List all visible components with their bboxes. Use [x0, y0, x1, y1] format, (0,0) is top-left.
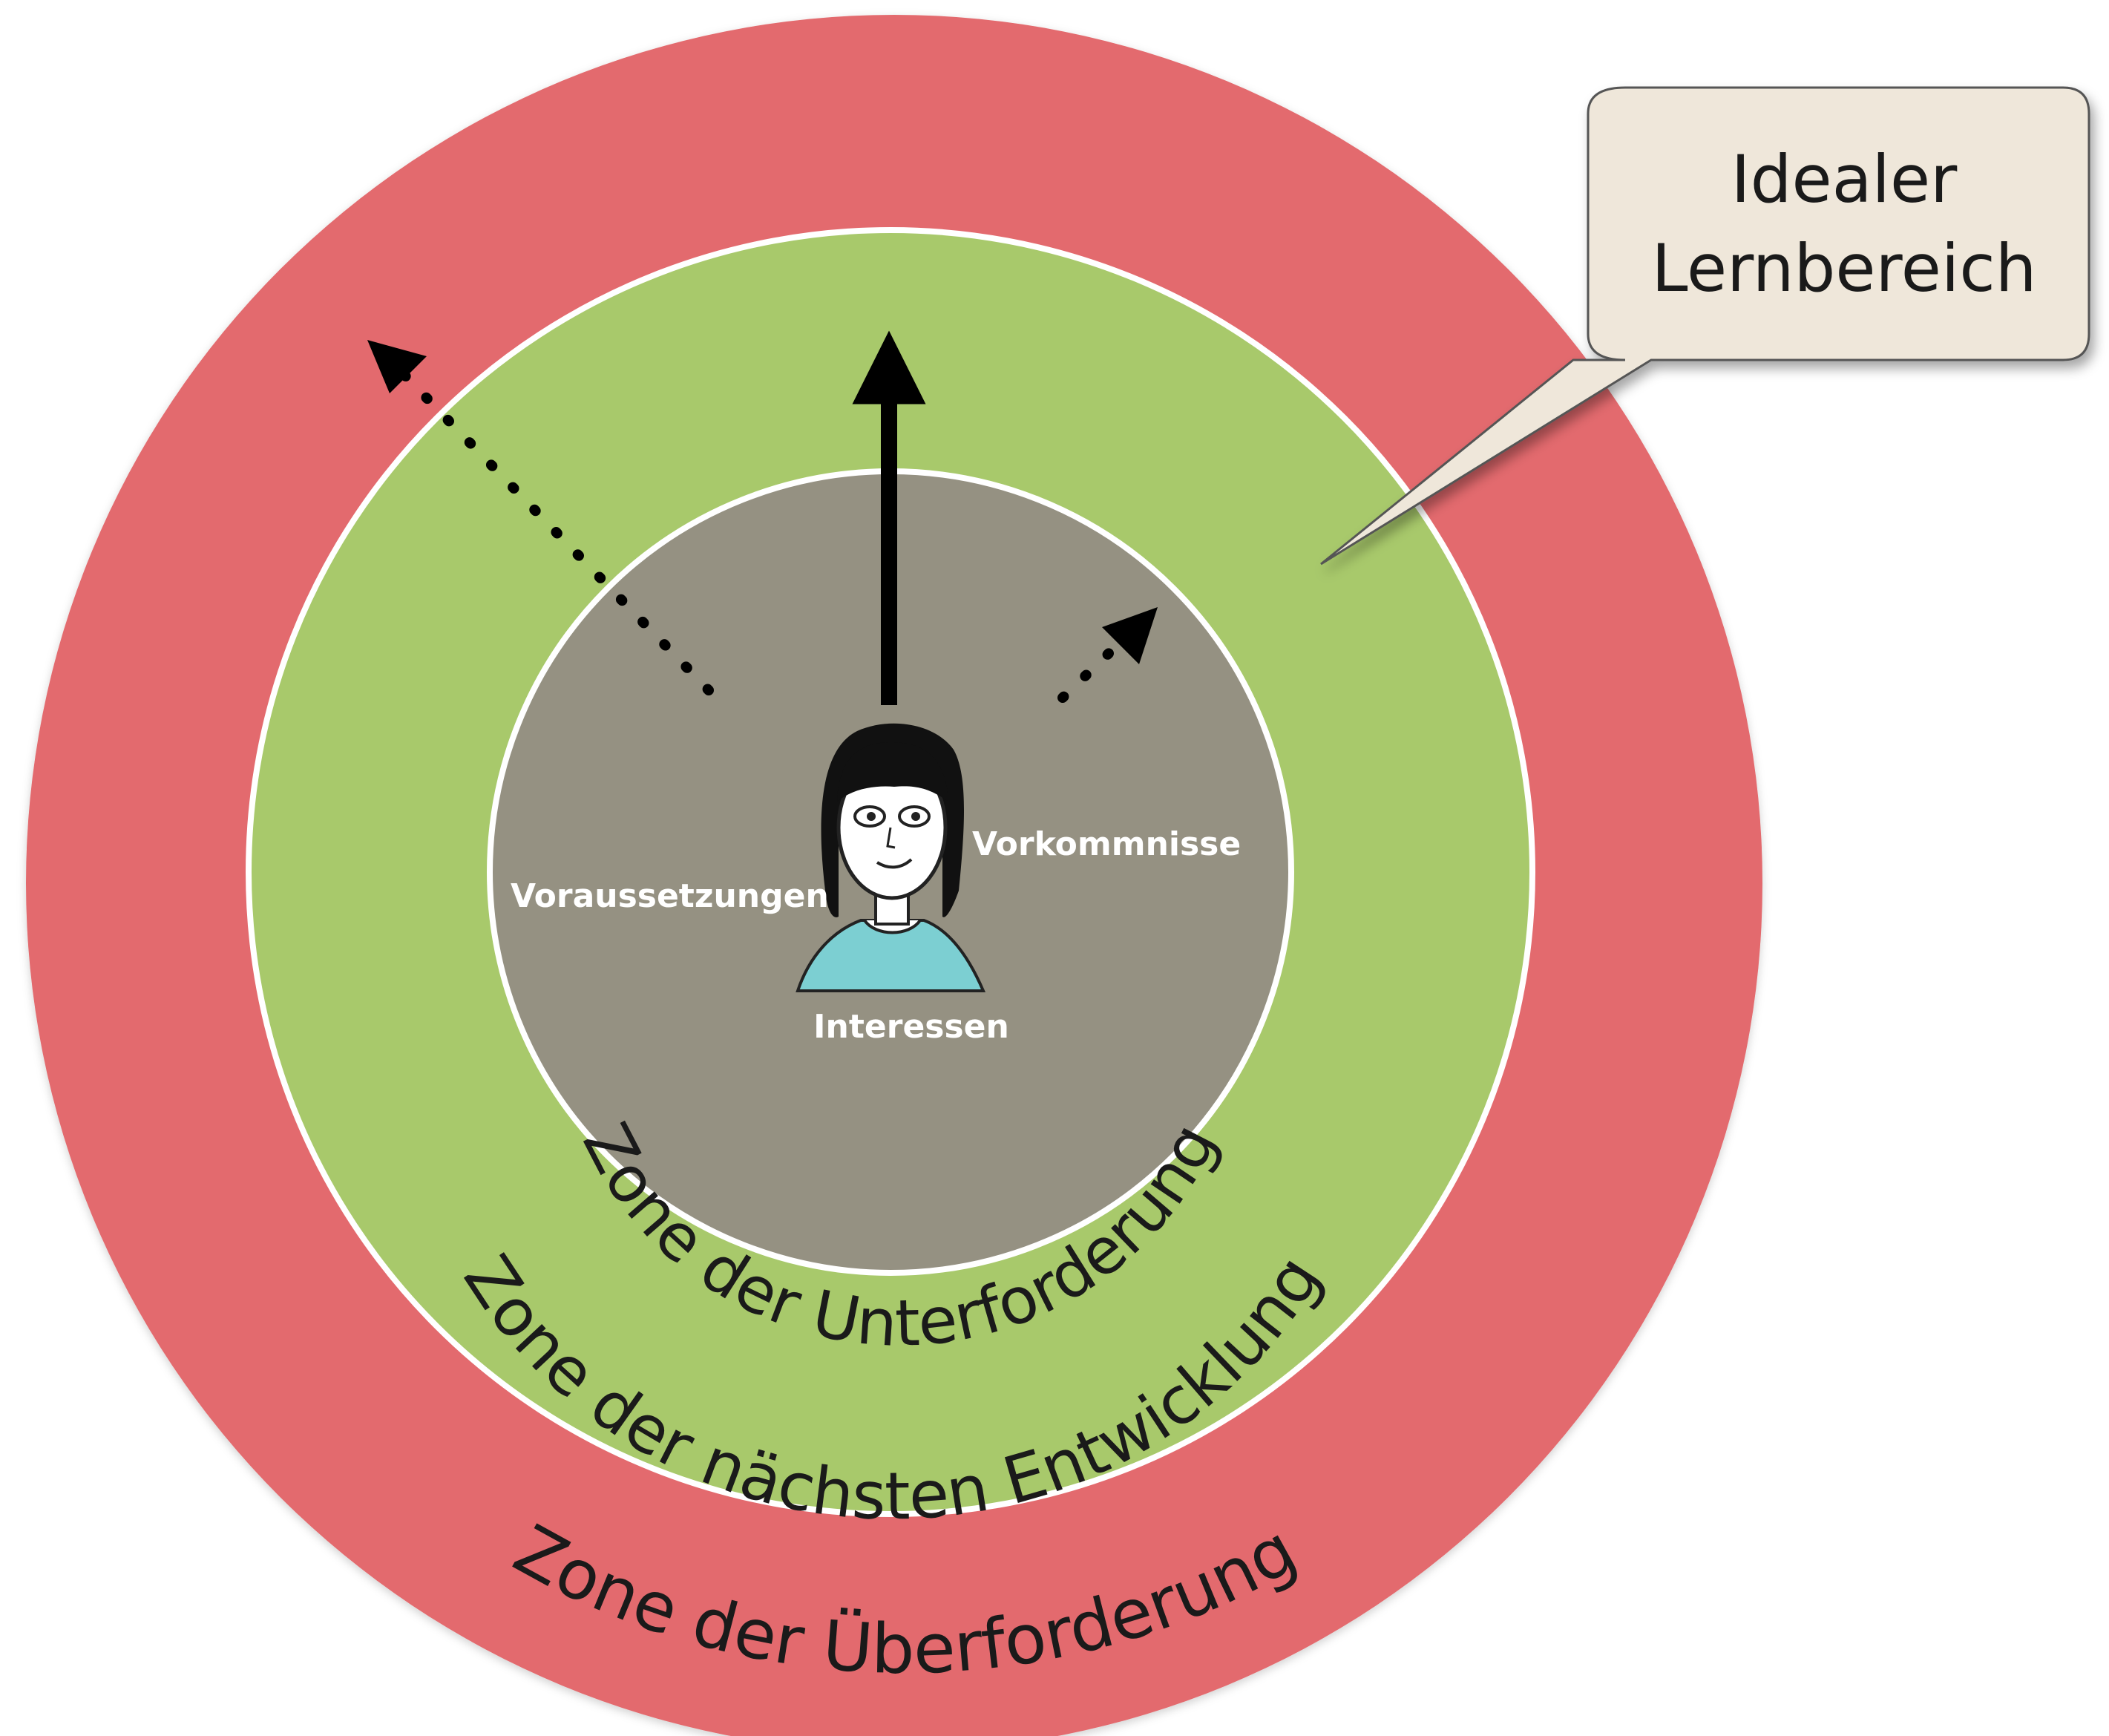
dotted-arrow-upper-left-head: [367, 340, 427, 393]
callout-line-2: Lernbereich: [1651, 230, 2036, 307]
factor-label-right: Vorkommnisse: [972, 825, 1241, 863]
dotted-arrow-upper-right-head: [1102, 607, 1158, 664]
dotted-arrow-upper-left-icon: [396, 366, 714, 695]
child-portrait-icon: [796, 723, 986, 992]
factor-label-left: Voraussetzungen: [511, 877, 829, 915]
dotted-arrow-upper-right-icon: [1057, 637, 1126, 703]
factor-label-bottom: Interessen: [813, 1008, 1009, 1046]
callout-ideal-learning-area: [1320, 86, 2090, 566]
callout-line-1: Idealer: [1731, 141, 1958, 217]
